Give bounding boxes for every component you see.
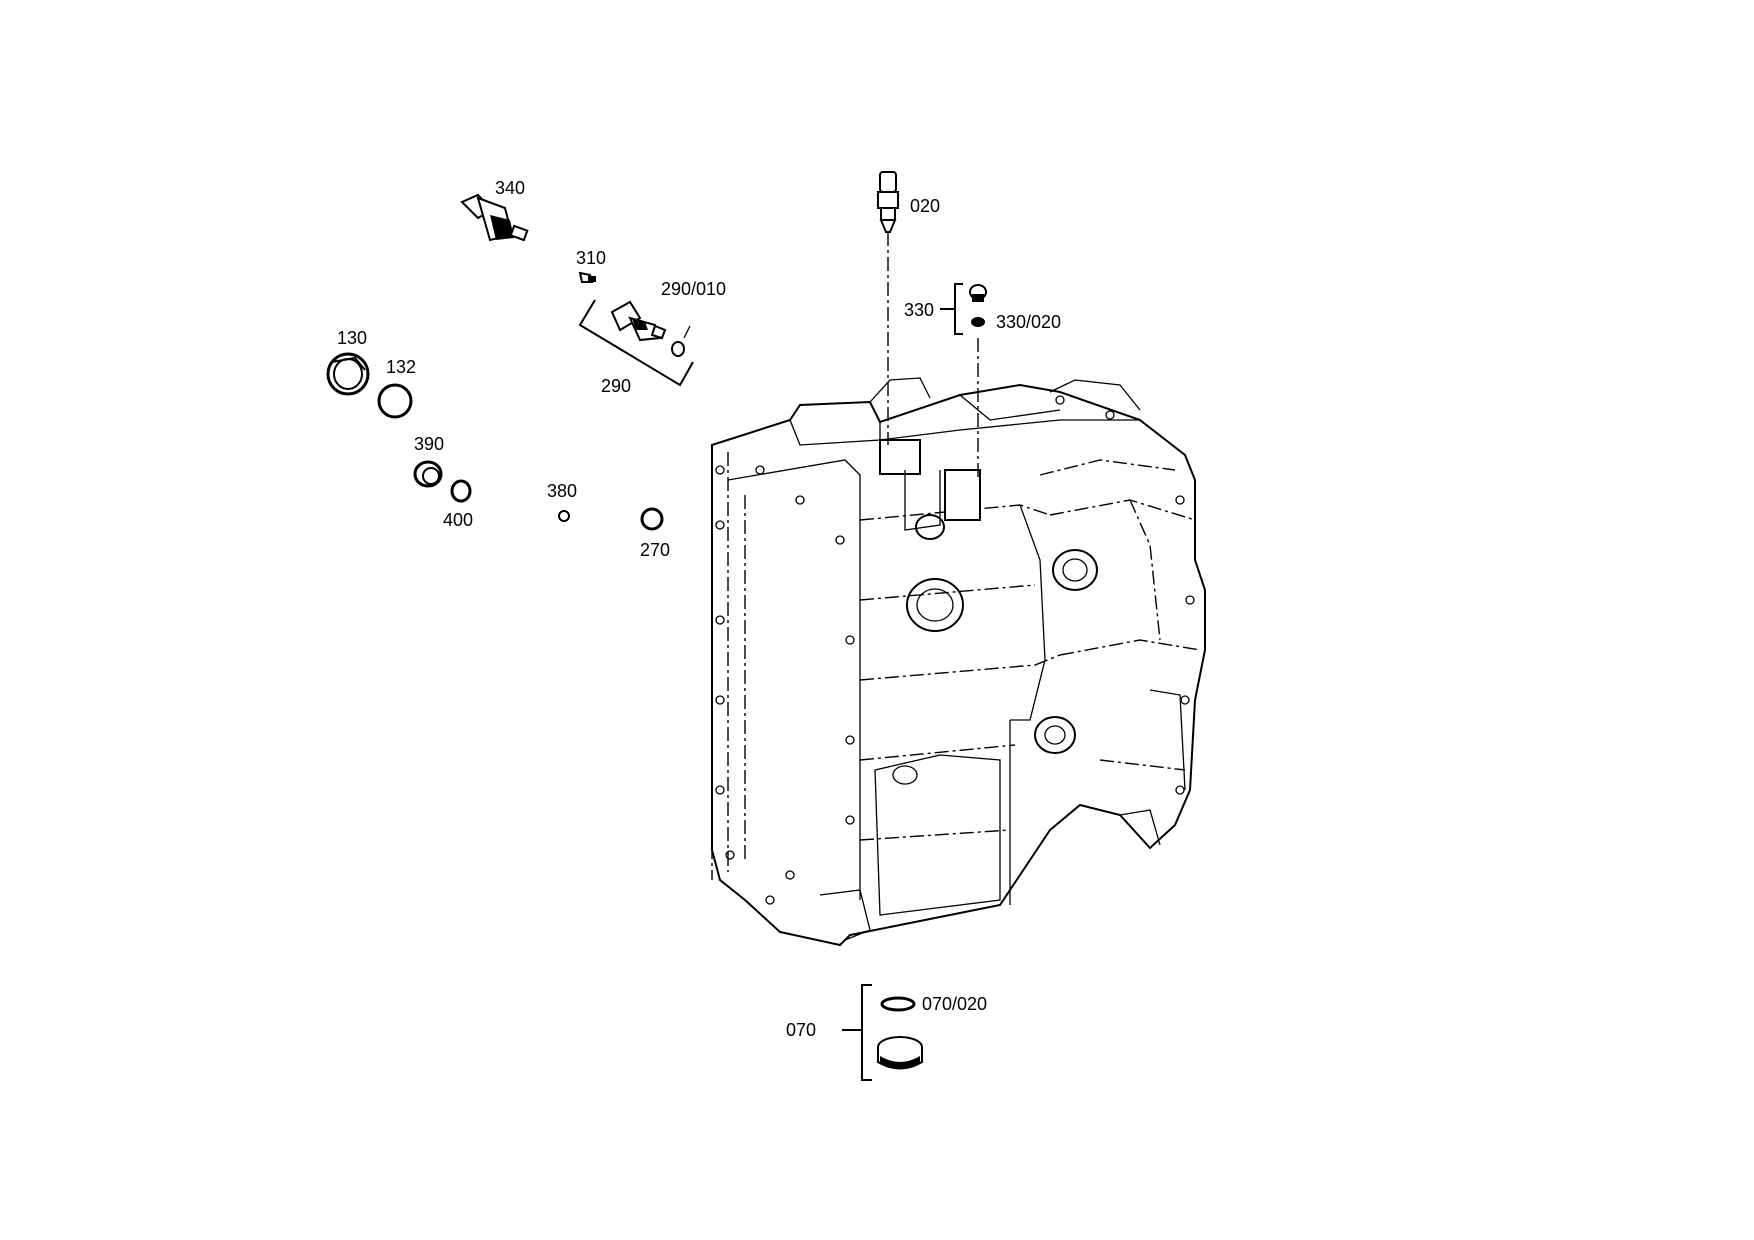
part-340-sensor [460, 193, 529, 242]
label-340: 340 [495, 178, 525, 198]
label-132: 132 [386, 357, 416, 377]
label-290-010: 290/010 [661, 279, 726, 299]
flange-bolt-holes [715, 395, 1195, 905]
part-132-ring [377, 383, 413, 419]
label-270: 270 [640, 540, 670, 560]
part-020-plug [877, 171, 899, 233]
label-400: 400 [443, 510, 473, 530]
part-290-group [578, 299, 694, 387]
label-330-020: 330/020 [996, 312, 1061, 332]
label-380: 380 [547, 481, 577, 501]
assembly-lines [887, 232, 979, 480]
label-130: 130 [337, 328, 367, 348]
label-290: 290 [601, 376, 631, 396]
part-400-ring [450, 479, 472, 503]
label-070-020: 070/020 [922, 994, 987, 1014]
label-070: 070 [786, 1020, 816, 1040]
label-020: 020 [910, 196, 940, 216]
part-310-screw [578, 271, 596, 283]
transmission-housing [711, 377, 1206, 947]
part-390-plug [413, 460, 443, 488]
part-380-ring [558, 510, 570, 522]
label-310: 310 [576, 248, 606, 268]
part-330-group [940, 283, 987, 335]
part-130-cap [326, 352, 370, 396]
label-330: 330 [904, 300, 934, 320]
part-270-ring [640, 507, 664, 531]
part-070-group [842, 984, 923, 1081]
label-390: 390 [414, 434, 444, 454]
